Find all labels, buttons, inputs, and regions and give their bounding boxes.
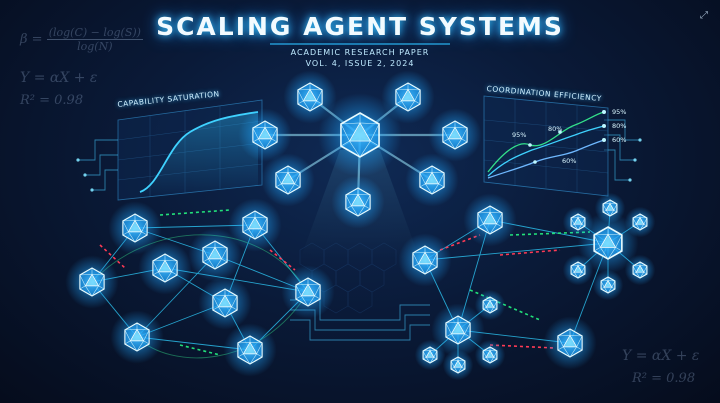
agent-node <box>188 228 242 282</box>
formula-linear-left: Y = αX + ε <box>20 70 98 86</box>
agent-node <box>562 254 594 286</box>
formula-linear-right: Y = αX + ε <box>622 348 700 364</box>
subtitle-publication: ACADEMIC RESEARCH PAPER <box>290 48 430 57</box>
agent-node <box>331 175 385 229</box>
agent-node <box>398 233 452 287</box>
agent-node <box>543 316 597 370</box>
expand-icon[interactable]: ⤢ <box>700 10 708 21</box>
agent-node <box>474 289 506 321</box>
agent-node <box>228 198 282 252</box>
agent-node <box>283 70 337 124</box>
left-cluster-signal-dashes <box>99 209 296 356</box>
agent-node <box>474 339 506 371</box>
agent-node <box>381 70 435 124</box>
agent-node <box>624 206 656 238</box>
agent-node <box>428 108 482 162</box>
circuit-traces <box>78 119 640 341</box>
page-title: SCALING AGENT SYSTEMS <box>156 12 564 41</box>
formula-beta-fraction: (log(C) − log(S)) log(N) <box>46 26 143 53</box>
formula-beta-denominator: log(N) <box>77 40 113 53</box>
agent-node <box>261 153 315 207</box>
capability-saturation-chart <box>117 99 263 201</box>
agent-node <box>110 310 164 364</box>
agent-node <box>414 339 446 371</box>
agent-node <box>431 303 485 357</box>
agent-node <box>138 241 192 295</box>
agent-node <box>592 269 624 301</box>
formula-beta-numerator: (log(C) − log(S)) <box>46 26 143 40</box>
formula-beta-lhs: β = <box>20 32 43 47</box>
agent-node <box>223 323 277 377</box>
agent-node <box>577 212 639 274</box>
agent-node <box>405 153 459 207</box>
agent-nodes <box>65 70 656 381</box>
agent-node <box>624 254 656 286</box>
subtitle-issue: VOL. 4, ISSUE 2, 2024 <box>305 59 415 68</box>
coordination-efficiency-chart <box>483 95 609 197</box>
agent-node <box>238 108 292 162</box>
agent-node <box>318 93 402 177</box>
agent-node <box>65 255 119 309</box>
agent-node <box>198 276 252 330</box>
agent-node <box>281 265 335 319</box>
trace-endpoints <box>76 138 642 192</box>
formula-r2-right: R² = 0.98 <box>632 371 696 386</box>
formula-r2-left: R² = 0.98 <box>20 93 84 108</box>
formula-beta: β = (log(C) − log(S)) log(N) <box>20 26 143 53</box>
agent-node <box>594 192 626 224</box>
agent-node <box>108 201 162 255</box>
agent-node <box>463 193 517 247</box>
agent-node <box>562 206 594 238</box>
agent-node <box>442 349 474 381</box>
